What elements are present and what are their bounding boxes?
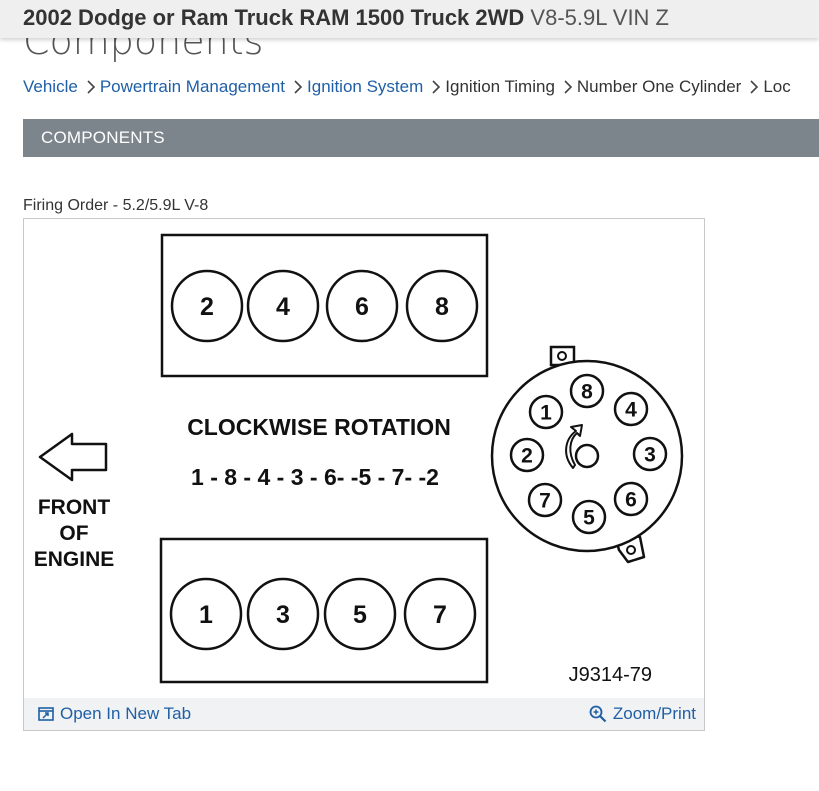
- distributor-terminal-number: 7: [539, 490, 551, 513]
- vehicle-title: 2002 Dodge or Ram Truck RAM 1500 Truck 2…: [23, 5, 669, 31]
- figure-footer: Open In New Tab Zoom/Print: [24, 698, 704, 730]
- breadcrumb-item: Loc: [763, 76, 791, 96]
- figure-container: 2 4 6 8 1 3 5 7 FRONT OF ENGINE CLOCKWISE ROTA…: [23, 218, 705, 731]
- figure-caption: Firing Order - 5.2/5.9L V-8: [23, 197, 209, 214]
- distributor-cap: 8 436 5 721: [490, 345, 684, 564]
- vehicle-header-bar: 2002 Dodge or Ram Truck RAM 1500 Truck 2…: [0, 0, 819, 38]
- distributor-terminal-number: 5: [583, 507, 595, 530]
- bottom-cylinder-circle: [246, 577, 320, 651]
- top-cylinder-number: 2: [200, 293, 214, 321]
- bottom-cylinder-number: 3: [276, 601, 290, 629]
- firing-order-diagram: 2 4 6 8 1 3 5 7 FRONT OF ENGINE CLOCKWISE ROTA…: [34, 233, 684, 686]
- rotation-label: CLOCKWISE ROTATION: [187, 414, 451, 440]
- open-in-new-tab-button[interactable]: Open In New Tab: [38, 704, 191, 724]
- distributor-terminal-number: 2: [521, 445, 533, 468]
- chevron-right-icon: [564, 79, 573, 94]
- front-label-line-3: ENGINE: [34, 548, 115, 571]
- front-label-line-2: OF: [59, 522, 88, 545]
- firing-order-sequence: 1 - 8 - 4 - 3 - 6- -5 - 7- -2: [191, 464, 439, 490]
- chevron-right-icon: [750, 79, 759, 94]
- bottom-cylinder-circle: [169, 577, 243, 651]
- vehicle-title-bold: 2002 Dodge or Ram Truck RAM 1500 Truck 2…: [23, 5, 525, 30]
- top-cylinder-bank: 2 4 6 8: [160, 233, 489, 378]
- distributor-terminal-circle: [613, 481, 649, 517]
- distributor-terminal-number: 3: [644, 444, 656, 467]
- section-header[interactable]: COMPONENTS: [23, 119, 819, 157]
- bottom-cylinder-circle: [403, 577, 477, 651]
- vehicle-title-engine: V8-5.9L VIN Z: [530, 5, 669, 30]
- chevron-right-icon: [87, 79, 95, 94]
- bottom-cylinder-number: 5: [353, 601, 367, 629]
- distributor-terminal-circle: [509, 437, 545, 473]
- zoom-icon: [589, 705, 607, 723]
- bottom-cylinder-number: 7: [433, 601, 447, 629]
- top-cylinder-circle: [170, 269, 244, 343]
- bottom-cylinder-bank: 1 3 5 7: [159, 537, 489, 684]
- bottom-cylinder-number: 1: [199, 601, 213, 629]
- breadcrumb: Vehicle Powertrain Management Ignition Sys…: [23, 76, 791, 97]
- chevron-right-icon: [432, 79, 441, 94]
- distributor-terminal-circle: [613, 391, 649, 427]
- figure-code: J9314-79: [569, 664, 652, 686]
- top-cylinder-number: 8: [435, 293, 449, 321]
- rotation-arrow-icon: [565, 424, 583, 469]
- top-cylinder-circle: [325, 269, 399, 343]
- section-title: COMPONENTS: [41, 128, 165, 147]
- distributor-terminal-circle: [632, 436, 668, 472]
- distributor-terminal-number: 4: [625, 399, 637, 422]
- breadcrumb-item[interactable]: Vehicle: [23, 76, 78, 96]
- distributor-terminal-circle: [569, 373, 605, 409]
- bottom-cylinder-circle: [323, 577, 397, 651]
- zoom-print-button[interactable]: Zoom/Print: [589, 704, 696, 724]
- breadcrumb-item[interactable]: Powertrain Management: [99, 76, 286, 96]
- front-label-line-1: FRONT: [38, 496, 110, 519]
- top-cylinder-circle: [405, 269, 479, 343]
- arrow-left-icon: [38, 432, 108, 482]
- distributor-terminal-number: 1: [540, 402, 552, 425]
- front-of-engine: FRONT OF ENGINE: [34, 432, 115, 571]
- distributor-terminal-number: 6: [625, 489, 637, 512]
- distributor-terminal-circle: [528, 394, 564, 430]
- breadcrumb-item[interactable]: Ignition System: [307, 76, 424, 96]
- distributor-terminal-circle: [571, 499, 607, 535]
- distributor-terminal-circle: [527, 482, 563, 518]
- chevron-right-icon: [294, 79, 303, 94]
- open-in-new-tab-icon: [38, 707, 54, 721]
- top-cylinder-circle: [246, 269, 320, 343]
- top-cylinder-number: 4: [276, 293, 290, 321]
- zoom-print-label: Zoom/Print: [612, 704, 696, 723]
- distributor-terminal-number: 8: [581, 381, 593, 404]
- top-cylinder-number: 6: [355, 293, 369, 321]
- breadcrumb-item: Ignition Timing: [445, 76, 555, 96]
- breadcrumb-item: Number One Cylinder: [576, 76, 742, 96]
- open-in-new-tab-label: Open In New Tab: [60, 704, 192, 723]
